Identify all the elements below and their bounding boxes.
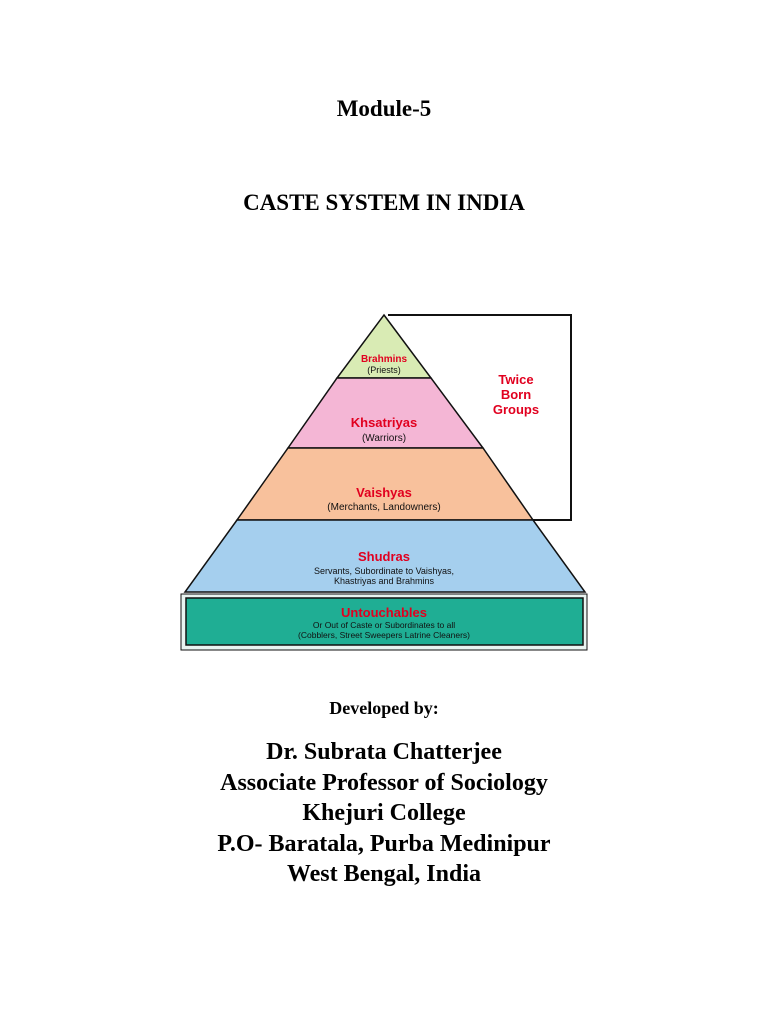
shudras-label: Shudras bbox=[358, 549, 410, 564]
shudras-description-line-2: Khastriyas and Brahmins bbox=[334, 576, 435, 586]
untouchables-label: Untouchables bbox=[341, 605, 427, 620]
brahmins-label: Brahmins bbox=[361, 354, 408, 365]
developed-by-label: Developed by: bbox=[329, 698, 439, 718]
khsatriyas-label: Khsatriyas bbox=[351, 415, 417, 430]
untouchables-description-line-2: (Cobblers, Street Sweepers Latrine Clean… bbox=[298, 630, 470, 640]
vaishyas-description: (Merchants, Landowners) bbox=[327, 502, 440, 513]
author-block: Dr. Subrata Chatterjee Associate Profess… bbox=[0, 737, 768, 890]
shudras-layer bbox=[183, 519, 587, 593]
twice-born-label-line-3: Groups bbox=[493, 402, 539, 417]
twice-born-bracket bbox=[388, 314, 572, 521]
author-position: Associate Professor of Sociology bbox=[220, 769, 548, 796]
untouchables-layer bbox=[185, 597, 584, 646]
module-heading: Module-5 bbox=[336, 96, 432, 121]
author-college: Khejuri College bbox=[302, 800, 466, 826]
untouchables-description-line-1: Or Out of Caste or Subordinates to all bbox=[313, 620, 455, 630]
author-region: West Bengal, India bbox=[286, 861, 482, 887]
author-address: P.O- Baratala, Purba Medinipur bbox=[217, 830, 551, 857]
brahmins-description: (Priests) bbox=[367, 365, 401, 375]
twice-born-label-line-2: Born bbox=[501, 387, 531, 402]
shudras-description-line-1: Servants, Subordinate to Vaishyas, bbox=[314, 566, 454, 576]
author-name: Dr. Subrata Chatterjee bbox=[266, 739, 502, 765]
twice-born-label-line-1: Twice bbox=[498, 372, 533, 387]
khsatriyas-description: (Warriors) bbox=[362, 433, 406, 444]
document-title: CASTE SYSTEM IN INDIA bbox=[243, 190, 525, 215]
vaishyas-label: Vaishyas bbox=[356, 485, 412, 500]
